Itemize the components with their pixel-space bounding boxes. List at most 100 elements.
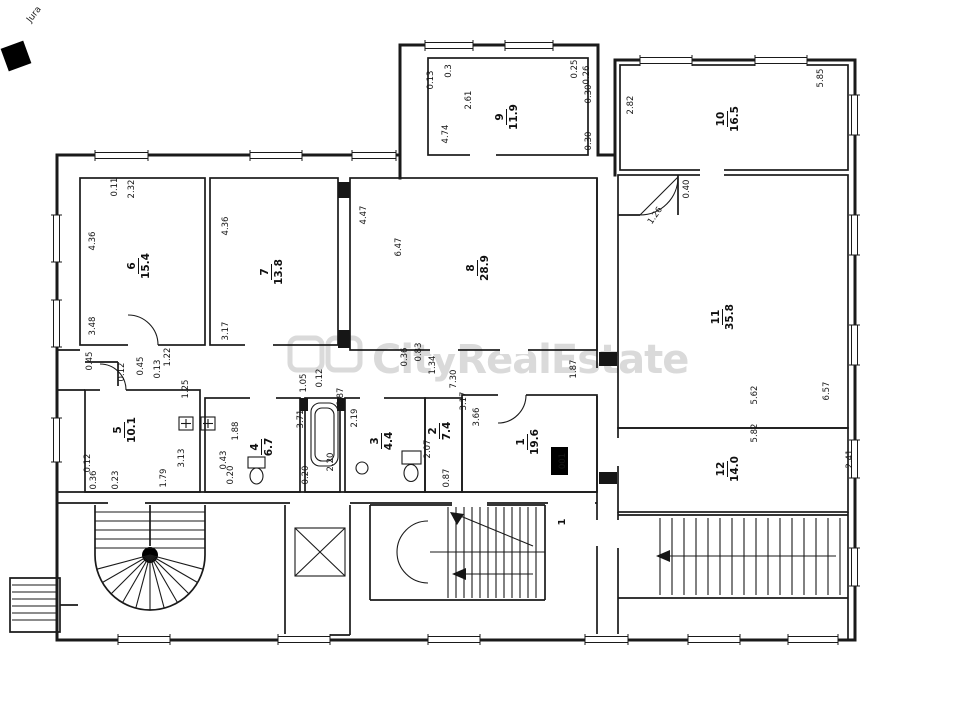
dim-label: 2.32 <box>127 180 137 199</box>
chimney-block <box>599 472 617 484</box>
inner-walls <box>9 57 849 640</box>
svg-text:2: 2 <box>427 427 439 434</box>
window-icon <box>849 547 860 587</box>
svg-text:11: 11 <box>710 310 722 325</box>
bathtub-icon <box>310 402 339 467</box>
svg-text:7.4: 7.4 <box>441 422 453 441</box>
stair-tread <box>149 554 178 603</box>
stair-arrows <box>396 512 836 584</box>
svg-text:7: 7 <box>259 268 271 275</box>
stair-arrowhead-icon <box>450 512 464 525</box>
toilet-bowl-icon <box>403 463 419 483</box>
svg-text:28.9: 28.9 <box>479 255 491 281</box>
window-icon <box>51 417 62 463</box>
window-icon <box>584 634 629 645</box>
dim-label: 1.05 <box>299 374 309 393</box>
window-icon <box>117 634 171 645</box>
svg-text:4: 4 <box>249 443 261 450</box>
dim-label: 5.62 <box>750 386 760 405</box>
dim-label: 0.30 <box>584 85 594 104</box>
elevator-box <box>294 527 346 577</box>
dim-label: 1.88 <box>231 422 241 441</box>
room-7-walls <box>209 177 339 346</box>
watermark-text: CityRealEstate <box>372 337 688 383</box>
chimney-block <box>300 398 308 411</box>
chimney-block <box>338 330 350 348</box>
window-icon <box>277 634 331 645</box>
dim-label: 2.07 <box>423 440 433 459</box>
dim-label: 0.45 <box>136 357 146 376</box>
dim-label: 4.36 <box>88 232 98 251</box>
chimney-block <box>338 182 350 198</box>
window-icon <box>849 94 860 136</box>
svg-text:6: 6 <box>126 262 138 269</box>
svg-text:8: 8 <box>465 264 477 271</box>
svg-text:4.4: 4.4 <box>383 432 395 451</box>
staircases <box>12 507 841 621</box>
chimney-blocks <box>300 182 617 484</box>
toilet-bowl-icon <box>249 467 264 485</box>
dim-label: 3.17 <box>221 322 231 341</box>
dim-label: 2.61 <box>464 91 474 110</box>
dim-label: 5.85 <box>816 69 826 88</box>
toilet-tank-icon <box>247 456 266 469</box>
dim-label: 3.48 <box>88 317 98 336</box>
dim-label: 0.36 <box>400 348 410 367</box>
dim-label: 5.82 <box>750 424 760 443</box>
svg-text:13.8: 13.8 <box>273 259 285 285</box>
room-8-walls <box>349 177 598 351</box>
dim-label: 0.40 <box>682 180 692 199</box>
stair-tread <box>149 554 204 570</box>
svg-text:16.5: 16.5 <box>729 106 741 132</box>
door-code: 001 <box>558 453 568 469</box>
door-swings <box>99 176 679 424</box>
dim-label: 2.82 <box>626 96 636 115</box>
window-icon <box>849 324 860 366</box>
svg-text:6.7: 6.7 <box>263 438 275 457</box>
dim-label: 1.22 <box>163 348 173 367</box>
dim-label: 1.87 <box>569 360 579 379</box>
svg-text:19.6: 19.6 <box>529 429 541 455</box>
dim-label: 0.25 <box>570 60 580 79</box>
door-code-box <box>551 447 568 475</box>
sink-icon <box>355 461 369 475</box>
stair-tread <box>96 554 151 570</box>
entrance-circle <box>549 513 567 531</box>
street-label: Jura <box>24 5 43 26</box>
window-icon <box>427 634 481 645</box>
dim-label: 0.12 <box>83 454 93 473</box>
room-5-walls <box>84 389 201 493</box>
dim-label: 7.30 <box>449 370 459 389</box>
dim-label: 1.25 <box>181 380 191 399</box>
svg-text:12: 12 <box>715 462 727 477</box>
radiator-icon <box>200 416 216 431</box>
window-icon <box>94 150 149 161</box>
watermark-square-icon <box>287 335 325 373</box>
stair-tread <box>135 554 151 609</box>
watermark: CityRealEstate <box>287 335 689 383</box>
dim-label: 0.23 <box>111 471 121 490</box>
window-icon <box>51 214 62 263</box>
room-12-walls <box>617 427 849 513</box>
chimney-block <box>599 352 617 366</box>
door-leaf <box>639 176 679 216</box>
window-icon <box>849 439 860 479</box>
window-icon <box>754 55 808 66</box>
window-icon <box>504 40 554 51</box>
chimney-block <box>337 398 345 411</box>
stair-tread <box>122 554 151 603</box>
dim-label: 0.87 <box>442 469 452 488</box>
dim-label: 0.12 <box>117 363 127 382</box>
windows <box>51 40 860 645</box>
svg-text:35.8: 35.8 <box>724 304 736 330</box>
dim-label: 0.43 <box>219 451 229 470</box>
